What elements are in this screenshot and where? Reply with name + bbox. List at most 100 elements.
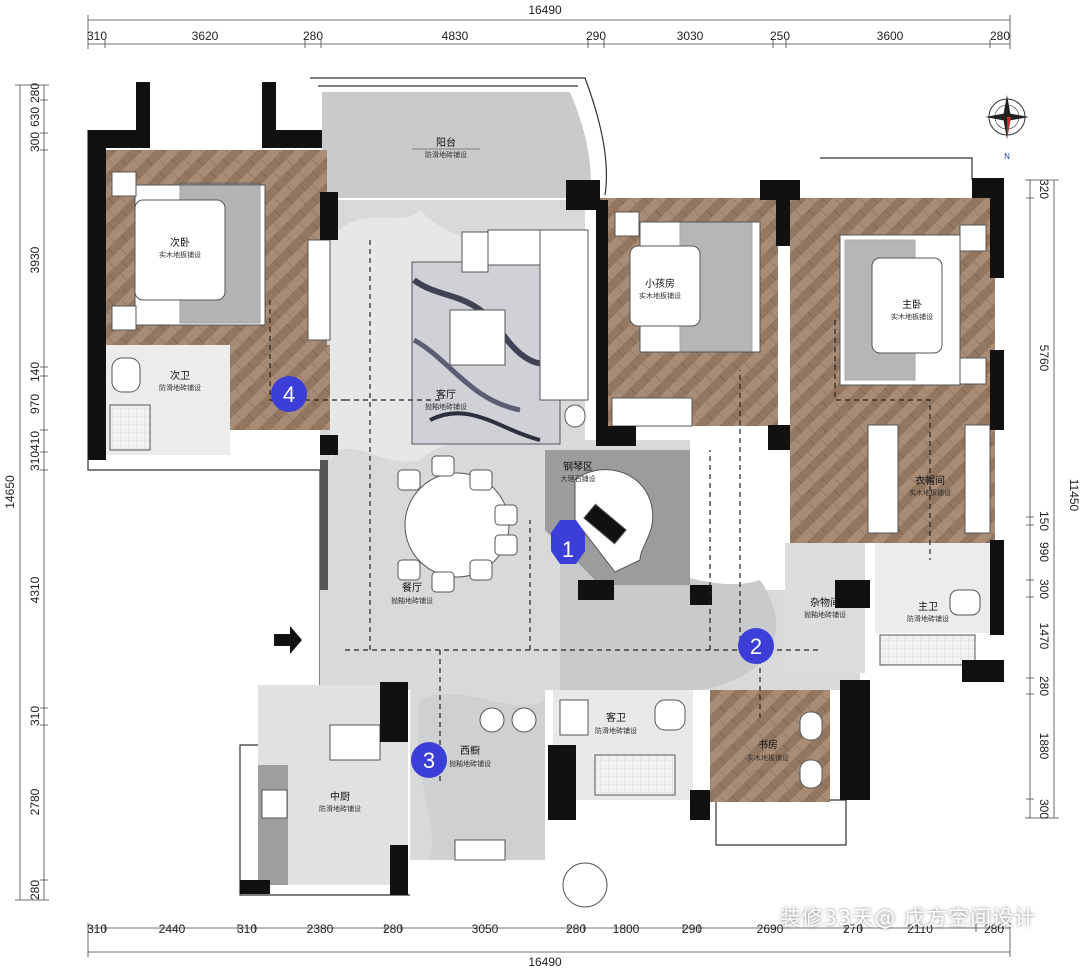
- room-label-storage-room: 杂物间 抛釉地砖铺设: [804, 596, 846, 619]
- room-floor: 实木地板铺设: [891, 312, 933, 321]
- dimension-bottom-segment: 2110: [907, 922, 933, 936]
- marker-number: 4: [283, 382, 295, 407]
- dimension-top-segment: 250: [770, 29, 790, 43]
- room-name: 主卧: [902, 298, 922, 311]
- room-name: 餐厅: [402, 581, 422, 594]
- room-name: 次卫: [170, 369, 190, 382]
- room-label-guest-bathroom: 客卫 防滑地砖铺设: [595, 711, 637, 735]
- dimension-bottom-segment: 280: [566, 922, 586, 936]
- room-floor: 实木地板铺设: [159, 250, 201, 259]
- marker-2: 2: [738, 628, 774, 664]
- room-floor: 抛釉地砖铺设: [391, 596, 433, 605]
- room-floor: 防滑地砖铺设: [319, 804, 361, 813]
- room-floor: 防滑地砖铺设: [425, 150, 467, 159]
- room-floor: 防滑地砖铺设: [907, 614, 949, 623]
- room-name: 客卫: [606, 711, 626, 724]
- compass-icon: N: [985, 95, 1029, 161]
- dimension-top-segment: 3600: [877, 29, 904, 43]
- room-label-second-bathroom: 次卫 防滑地砖铺设: [159, 369, 201, 392]
- room-labels: 阳台 防滑地砖铺设 次卧 实木地板铺设 次卫 防滑地砖铺设 客厅 抛釉地砖铺设 …: [159, 136, 951, 813]
- marker-number: 3: [423, 748, 435, 773]
- dimension-bottom-segment: 270: [843, 922, 863, 936]
- room-label-study: 书房 实木地板铺设: [747, 738, 789, 762]
- room-label-western-kitchen: 西橱 抛釉地砖铺设: [449, 744, 491, 768]
- dimension-left-segment: 310: [28, 706, 42, 726]
- room-label-dining-room: 餐厅 抛釉地砖铺设: [391, 581, 433, 605]
- room-floor: 防滑地砖铺设: [595, 726, 637, 735]
- room-floor: 实木地板铺设: [909, 488, 951, 497]
- dimension-left-segment: 280: [28, 880, 42, 900]
- dimension-bottom-segment: 2380: [307, 922, 334, 936]
- dimension-right-segment: 150: [1037, 511, 1051, 531]
- compass-north-label: N: [1004, 152, 1010, 161]
- room-name: 书房: [758, 738, 778, 751]
- room-label-master-bathroom: 主卫 防滑地砖铺设: [907, 601, 949, 623]
- dimension-bottom-segment: 310: [87, 922, 107, 936]
- room-floor: 抛釉地砖铺设: [804, 610, 846, 619]
- dimension-right-segment: 1470: [1037, 623, 1051, 650]
- walls: [88, 82, 1004, 895]
- dimension-right-segment: 300: [1037, 799, 1051, 819]
- room-name: 中厨: [330, 790, 350, 803]
- room-name: 客厅: [436, 388, 456, 401]
- dimension-lines: [15, 15, 1059, 957]
- dimension-left-segment: 410: [28, 431, 42, 451]
- watermark: 装修33天@ 戊方空间设计: [779, 906, 1036, 930]
- dimension-right-segment: 320: [1037, 179, 1051, 199]
- dimension-right-segment: 1880: [1037, 733, 1051, 760]
- room-label-chinese-kitchen: 中厨 防滑地砖铺设: [319, 790, 361, 813]
- dimension-bottom-segment: 2440: [159, 922, 186, 936]
- dimension-bottom-segment: 1800: [613, 922, 640, 936]
- furniture: [109, 171, 991, 908]
- marker-number: 1: [562, 537, 574, 562]
- dimension-bottom-segment: 2690: [757, 922, 784, 936]
- dimension-top-segment: 290: [586, 29, 606, 43]
- dimension-bottom-total: 16490: [528, 955, 562, 969]
- room-floor: 实木地板铺设: [639, 291, 681, 300]
- entrance-arrow-icon: [274, 626, 302, 654]
- marker-1: 1: [551, 520, 585, 564]
- room-label-living-room: 客厅 抛釉地砖铺设: [425, 388, 467, 411]
- dimension-right-segment: 280: [1037, 676, 1051, 696]
- dimension-top-segment: 280: [990, 29, 1010, 43]
- marker-number: 2: [750, 634, 762, 659]
- dimension-left-segment: 280: [28, 83, 42, 103]
- dimension-top-segments: 310 3620 280 4830 290 3030 250 3600 280: [87, 29, 1010, 43]
- room-name: 小孩房: [645, 277, 675, 290]
- dimension-left-segment: 310: [28, 451, 42, 471]
- room-label-master-bedroom: 主卧 实木地板铺设: [891, 298, 933, 321]
- marker-3: 3: [411, 742, 447, 778]
- dimension-left-segment: 140: [28, 362, 42, 382]
- dimension-top-segment: 3620: [192, 29, 219, 43]
- room-name: 杂物间: [810, 596, 840, 609]
- dimension-left-segment: 3930: [28, 246, 42, 273]
- room-floor: 实木地板铺设: [747, 753, 789, 762]
- dimension-top-segment: 280: [303, 29, 323, 43]
- room-floor: 防滑地砖铺设: [159, 383, 201, 392]
- dimension-top-total: 16490: [528, 3, 562, 17]
- room-name: 阳台: [436, 136, 456, 149]
- dimension-left-segment: 630: [28, 107, 42, 127]
- room-floor: 抛釉地砖铺设: [449, 759, 491, 768]
- dimension-left-segment: 970: [28, 394, 42, 414]
- room-label-balcony: 阳台 防滑地砖铺设: [412, 136, 480, 159]
- dimension-top-segment: 3030: [677, 29, 704, 43]
- dimension-right-segment: 990: [1037, 542, 1051, 562]
- room-label-walk-in-closet: 衣帽间 实木地板铺设: [909, 474, 951, 497]
- room-label-second-bedroom: 次卧 实木地板铺设: [159, 236, 201, 259]
- dimension-left-segment: 300: [28, 132, 42, 152]
- dimension-top-segment: 4830: [442, 29, 469, 43]
- dimension-right-segment: 5760: [1037, 345, 1051, 372]
- dimension-left-segment: 4310: [28, 576, 42, 603]
- dimension-top-segment: 310: [87, 29, 107, 43]
- room-name: 衣帽间: [915, 474, 945, 487]
- marker-4: 4: [271, 376, 307, 412]
- room-name: 西橱: [460, 744, 480, 757]
- route-markers: 1 2 3 4: [271, 376, 774, 778]
- room-label-piano-area: 钢琴区 大理石铺设: [561, 460, 596, 483]
- room-label-kids-room: 小孩房 实木地板铺设: [639, 277, 681, 300]
- room-floor: 抛釉地砖铺设: [425, 402, 467, 411]
